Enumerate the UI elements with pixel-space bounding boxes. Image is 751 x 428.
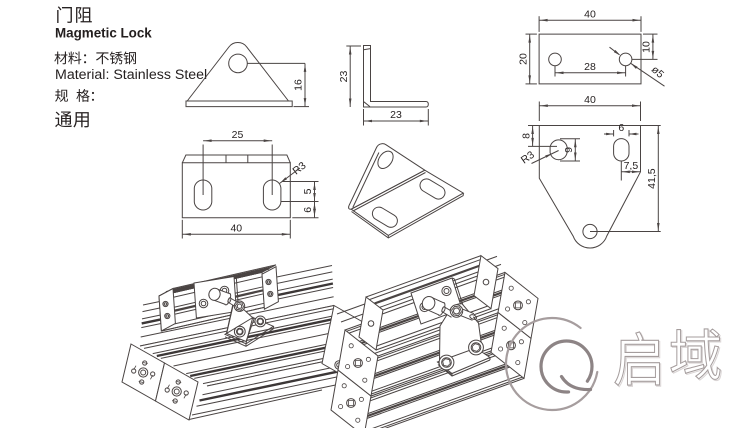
svg-text:40: 40 xyxy=(230,223,242,235)
svg-text:23: 23 xyxy=(390,109,402,121)
svg-text:10: 10 xyxy=(641,41,653,53)
svg-text:40: 40 xyxy=(584,94,596,106)
svg-text:6: 6 xyxy=(618,122,624,134)
svg-text:41,5: 41,5 xyxy=(646,168,658,189)
svg-text:23: 23 xyxy=(338,71,350,83)
svg-text:6: 6 xyxy=(302,207,314,213)
svg-text:8: 8 xyxy=(520,133,532,139)
svg-text:16: 16 xyxy=(293,79,305,91)
svg-text:40: 40 xyxy=(584,9,596,21)
svg-text:9: 9 xyxy=(563,147,575,153)
svg-text:Magmetic Lock: Magmetic Lock xyxy=(55,26,152,41)
svg-text:Material: Stainless Steel: Material: Stainless Steel xyxy=(55,67,207,83)
svg-text:28: 28 xyxy=(584,61,596,73)
svg-text:7,5: 7,5 xyxy=(624,160,639,172)
svg-text:20: 20 xyxy=(517,53,529,65)
svg-text:25: 25 xyxy=(232,129,244,141)
svg-text:5: 5 xyxy=(302,188,314,194)
